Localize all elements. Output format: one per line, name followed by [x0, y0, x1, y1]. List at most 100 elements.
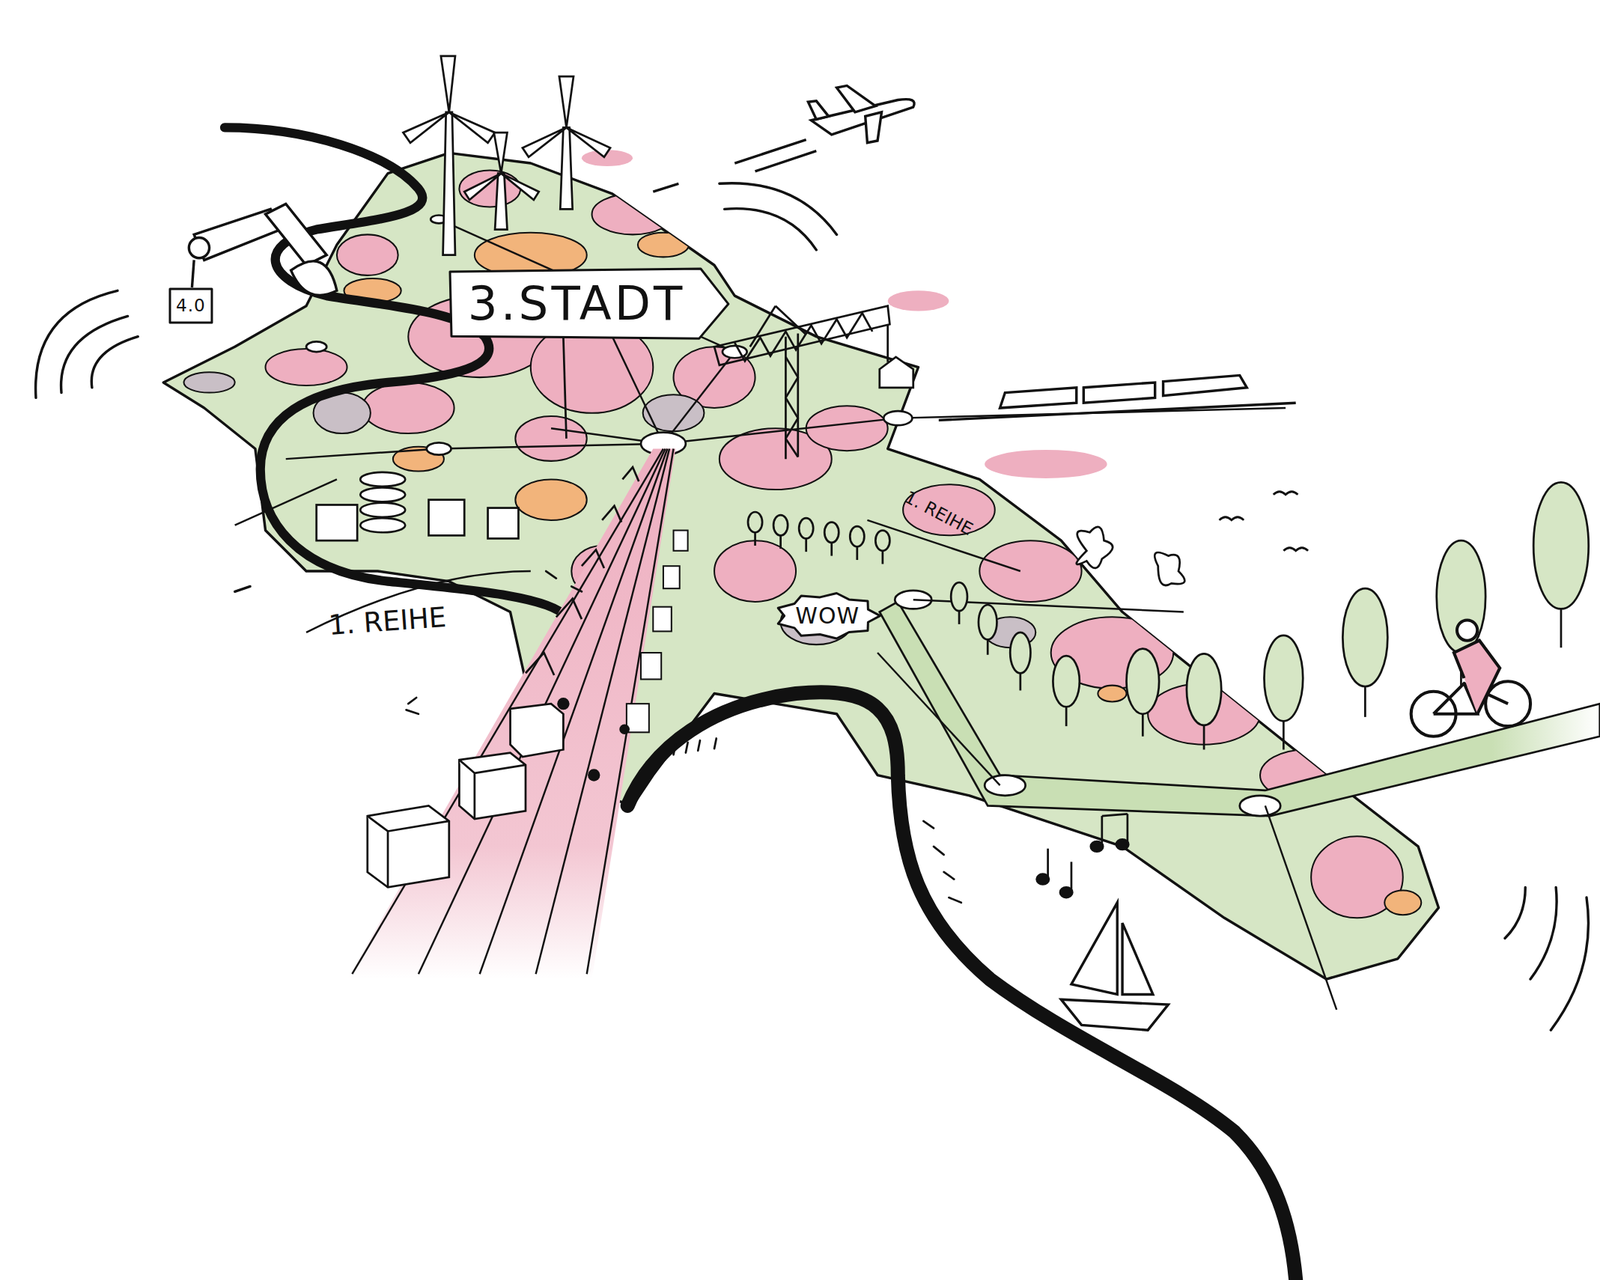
main-road	[626, 530, 689, 733]
train	[1083, 382, 1155, 403]
signal-waves	[1504, 887, 1526, 939]
main-road	[525, 652, 555, 676]
signal-waves	[35, 290, 118, 398]
tree	[1010, 632, 1031, 674]
train	[1163, 375, 1248, 396]
train	[1000, 387, 1077, 409]
network-lines	[438, 219, 735, 352]
music-note	[1036, 813, 1130, 898]
wind-turbine	[560, 127, 573, 209]
river	[627, 692, 1296, 1280]
tree	[875, 530, 890, 552]
main-road	[557, 697, 630, 782]
signal-waves	[35, 183, 1589, 1031]
land-area	[163, 149, 1439, 980]
land-area	[163, 152, 1439, 980]
sailboat	[1122, 923, 1154, 995]
wind-turbine	[522, 76, 611, 158]
tree	[986, 639, 990, 655]
wind-turbine	[563, 336, 567, 439]
music-note	[1100, 816, 1103, 847]
row-label: 1. REIHE	[327, 604, 448, 641]
land-area	[1384, 890, 1422, 916]
tree	[830, 542, 833, 557]
cyclist	[1454, 640, 1500, 715]
music-note	[1046, 849, 1049, 880]
tick-mark	[673, 744, 677, 756]
tick-mark	[944, 872, 955, 880]
main-road	[673, 530, 689, 552]
wind-turbine	[402, 56, 495, 144]
main-road	[587, 768, 600, 781]
land-area	[984, 449, 1108, 479]
network-lines	[612, 336, 664, 444]
tick-mark	[714, 738, 717, 749]
signal-waves	[1550, 897, 1589, 1031]
bird	[1273, 491, 1299, 495]
river	[224, 127, 567, 617]
tree	[1186, 653, 1222, 725]
tree	[773, 515, 788, 536]
main-road	[622, 467, 639, 482]
burst-outline-path	[777, 593, 880, 639]
tree	[1203, 725, 1206, 751]
main-road	[652, 607, 672, 632]
main-road	[601, 506, 622, 523]
network-lines	[663, 418, 898, 444]
land-area	[714, 540, 796, 602]
airplane	[807, 101, 829, 120]
main-road	[418, 449, 666, 975]
crane	[714, 306, 914, 459]
tree	[855, 546, 859, 561]
bike-path	[984, 775, 1026, 796]
signal-waves	[724, 208, 817, 251]
land-area	[515, 416, 587, 462]
tick-mark	[408, 697, 417, 704]
tree	[1364, 686, 1367, 718]
tree	[958, 610, 961, 625]
crane	[775, 306, 807, 335]
crane	[750, 306, 776, 348]
tree	[849, 526, 865, 547]
building	[458, 759, 526, 820]
tick-mark	[948, 897, 961, 903]
tree	[1533, 482, 1589, 609]
cyclist	[1411, 619, 1531, 736]
network-hub	[306, 214, 912, 455]
tree	[1141, 714, 1145, 737]
tree	[804, 538, 808, 552]
wind-turbine	[464, 132, 539, 200]
tree	[798, 518, 814, 539]
tree	[1263, 635, 1303, 722]
land-area	[265, 348, 348, 386]
music-note	[1102, 813, 1128, 817]
crane	[785, 357, 798, 458]
robot-arm	[291, 261, 337, 296]
music-note	[1070, 861, 1073, 893]
network-lines	[1265, 805, 1337, 1011]
tree	[753, 532, 757, 546]
building	[316, 472, 564, 888]
airplane	[652, 183, 679, 192]
bird	[1219, 491, 1309, 552]
wow-burst: WOW	[773, 591, 882, 641]
tree	[747, 482, 1589, 750]
robot-arm	[265, 204, 328, 266]
main-road	[626, 703, 650, 733]
tick-mark	[571, 586, 582, 592]
airplane	[837, 85, 876, 112]
bird	[1219, 517, 1245, 521]
industry-tag: 4.0	[168, 287, 214, 325]
land-area	[362, 382, 455, 434]
main-road	[557, 697, 570, 710]
main-road	[351, 449, 674, 975]
tree	[1560, 608, 1563, 648]
airplane	[734, 140, 806, 164]
land-area	[336, 234, 399, 276]
airplane	[865, 112, 882, 144]
crane	[714, 306, 890, 366]
network-lines	[663, 351, 735, 444]
main-road	[581, 549, 605, 569]
wind-turbine	[402, 56, 611, 439]
